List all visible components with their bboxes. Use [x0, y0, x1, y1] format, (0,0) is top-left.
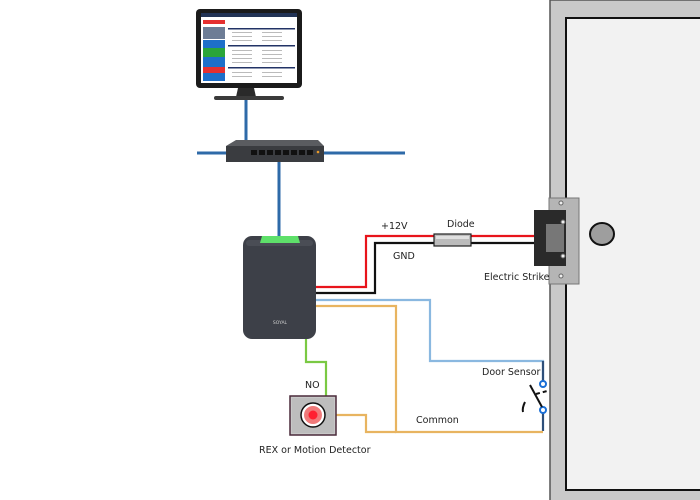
label-rex: REX or Motion Detector — [259, 445, 371, 456]
label-no: NO — [305, 380, 320, 391]
network-cables — [197, 100, 405, 238]
door-sensor-icon — [521, 380, 548, 414]
rex-button-icon — [289, 395, 337, 436]
diode-icon — [433, 233, 472, 247]
label-common: Common — [416, 415, 459, 426]
wire-gnd — [316, 241, 434, 295]
wire-rex-common — [336, 413, 396, 434]
label-diode: Diode — [447, 219, 475, 230]
door-knob-icon — [589, 222, 615, 246]
card-reader-icon: SOYAL — [243, 236, 316, 339]
wire-12v — [316, 234, 434, 289]
reader-logo: SOYAL — [273, 320, 288, 326]
network-switch-icon — [226, 140, 324, 162]
door — [549, 0, 700, 500]
monitor-icon — [196, 9, 302, 100]
label-gnd: GND — [393, 251, 415, 262]
label-electric-strike: Electric Strike — [484, 272, 550, 283]
wire-common — [316, 304, 543, 434]
label-12v: +12V — [381, 221, 408, 232]
electric-strike-icon — [534, 197, 580, 285]
wire-no — [304, 338, 328, 396]
label-door-sensor: Door Sensor — [482, 367, 541, 378]
